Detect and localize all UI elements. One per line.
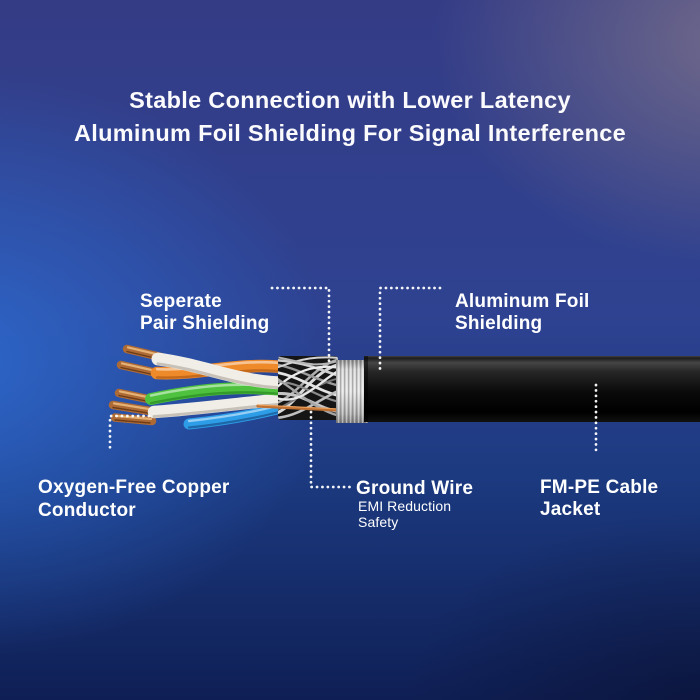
callout-label: Seperate Pair Shielding [140,290,270,335]
callout-sublabel: EMI Reduction Safety [358,497,452,531]
callout-label: FM-PE Cable Jacket [540,476,659,521]
connector-copper-conductor [108,414,151,454]
ground-wire [256,404,340,412]
callout-separate-pair-shielding: Seperate Pair Shielding [140,268,270,336]
callout-ground-wire: Ground Wire [356,455,473,500]
callout-label: Ground Wire [356,477,474,499]
callout-ground-wire-sublabel: EMI Reduction Safety [358,481,451,531]
cable-jacket [364,356,700,422]
connector-aluminum-foil [378,286,442,374]
connector-separate-pair [270,286,331,364]
aluminum-foil-band [336,360,368,423]
twisted-pair-wires [145,352,299,430]
callout-aluminum-foil-shielding: Aluminum Foil Shielding [455,268,590,336]
title-line-1: Stable Connection with Lower Latency [129,87,571,113]
callout-label: Aluminum Foil Shielding [455,290,590,335]
title-line-2: Aluminum Foil Shielding For Signal Inter… [73,120,627,146]
page-title: Stable Connection with Lower Latency Alu… [0,84,700,150]
callout-label: Oxygen-Free Copper Conductor [38,477,230,521]
callout-fmpe-cable-jacket: FM-PE Cable Jacket [540,454,658,522]
wire-white-upper [151,352,299,390]
callout-oxygen-free-copper-conductor: Oxygen-Free Copper Conductor [38,453,230,522]
callout-connector-lines [108,286,598,489]
copper-tip [108,400,155,416]
connector-ground-wire [309,410,355,489]
